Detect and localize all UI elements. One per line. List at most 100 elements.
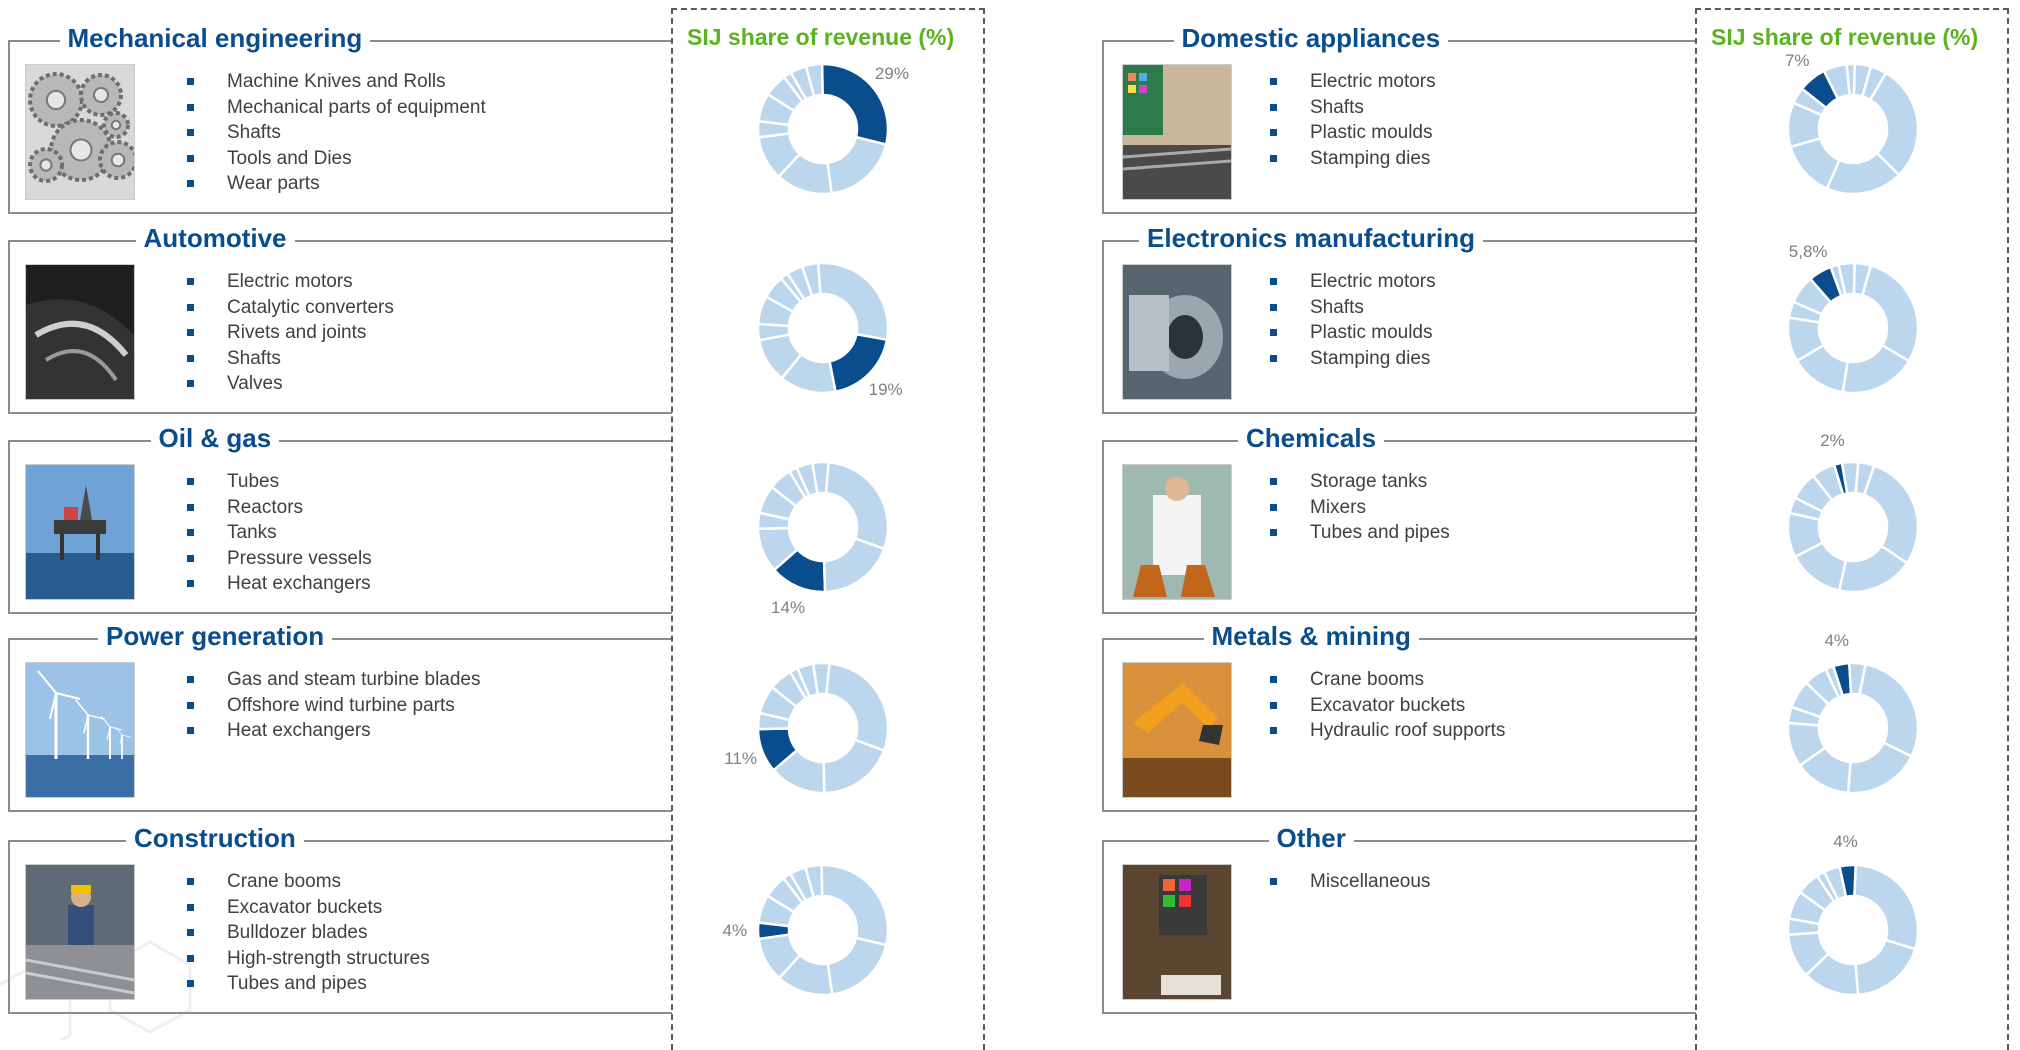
row-bottom-border [1102, 1012, 1696, 1014]
row-top-border [8, 240, 672, 242]
application-item: Tanks [187, 520, 372, 546]
donut-slice [1860, 263, 1920, 363]
donut-value-label: 29% [874, 64, 909, 84]
application-item: Storage tanks [1270, 469, 1450, 495]
application-item: Mixers [1270, 495, 1450, 521]
application-item: Heat exchangers [187, 571, 372, 597]
sector-title: Construction [126, 823, 304, 854]
donut-value-label: 14% [771, 597, 806, 617]
application-item: Hydraulic roof supports [1270, 718, 1505, 744]
donut-slice [816, 261, 890, 342]
application-item: Plastic moulds [1270, 320, 1436, 346]
donut-value-label: 4% [722, 921, 748, 941]
row-top-border [1102, 840, 1696, 842]
donut-slice [1823, 664, 1845, 699]
row-side-border [1102, 440, 1104, 612]
application-item: Reactors [187, 495, 372, 521]
revenue-donut [756, 62, 890, 196]
sector-title: Electronics manufacturing [1139, 223, 1483, 254]
row-top-border [8, 638, 672, 640]
car-headlight-photo [25, 264, 135, 400]
row-bottom-border [8, 1012, 672, 1014]
sector-title: Mechanical engineering [59, 23, 371, 54]
revenue-donut [1786, 863, 1920, 997]
row-side-border [8, 40, 10, 212]
application-item: Shafts [1270, 95, 1436, 121]
donut-slice [1811, 463, 1845, 502]
application-item: Valves [187, 371, 394, 397]
panel-title: SIJ share of revenue (%) [1705, 24, 1985, 51]
row-bottom-border [8, 212, 672, 214]
row-side-border [8, 440, 10, 612]
application-item: Machine Knives and Rolls [187, 69, 486, 95]
donut-value-label: 4% [1824, 631, 1850, 651]
application-item: Heat exchangers [187, 718, 481, 744]
revenue-donut [1786, 661, 1920, 795]
application-item: Excavator buckets [187, 895, 430, 921]
steel-coil-photo [1122, 264, 1232, 400]
sector-title: Automotive [135, 223, 295, 254]
application-item: Bulldozer blades [187, 920, 430, 946]
row-side-border [1102, 40, 1104, 212]
donut-slice [1853, 863, 1920, 951]
row-bottom-border [1102, 612, 1696, 614]
application-item: Pressure vessels [187, 546, 372, 572]
revenue-donut [1786, 261, 1920, 395]
application-item: Crane booms [187, 869, 430, 895]
application-list: Miscellaneous [1270, 869, 1430, 895]
sector-title: Chemicals [1238, 423, 1385, 454]
panel-title: SIJ share of revenue (%) [681, 24, 961, 51]
application-item: Wear parts [187, 171, 486, 197]
donut-value-label: 7% [1784, 50, 1810, 70]
row-top-border [1102, 440, 1696, 442]
donut-value-label: 5,8% [1788, 242, 1828, 262]
application-item: Tubes and pipes [1270, 520, 1450, 546]
donut-slice [825, 661, 890, 753]
application-item: Plastic moulds [1270, 120, 1436, 146]
row-side-border [8, 638, 10, 810]
application-item: Electric motors [187, 269, 394, 295]
donut-slice [1791, 87, 1829, 117]
donut-slice-highlight [820, 62, 890, 147]
revenue-donut [756, 661, 890, 795]
sector-title: Power generation [98, 621, 333, 652]
application-item: Offshore wind turbine parts [187, 693, 481, 719]
application-item: Tubes and pipes [187, 971, 430, 997]
donut-slice [824, 460, 890, 551]
donut-slice [1862, 463, 1920, 565]
donut-slice [826, 135, 888, 195]
donut-slice [804, 62, 824, 98]
application-item: Stamping dies [1270, 146, 1436, 172]
donut-value-label: 11% [724, 749, 757, 769]
row-bottom-border [8, 412, 672, 414]
application-item: Tubes [187, 469, 372, 495]
lab-scientist-photo [1122, 464, 1232, 600]
row-bottom-border [1102, 412, 1696, 414]
sij-sign-photo [1122, 864, 1232, 1000]
row-side-border [1102, 240, 1104, 412]
application-item: Crane booms [1270, 667, 1505, 693]
gears-photo [25, 64, 135, 200]
row-side-border [1102, 840, 1104, 1012]
revenue-donut [756, 261, 890, 395]
application-item: Mechanical parts of equipment [187, 95, 486, 121]
donut-slice [771, 748, 826, 795]
donut-slice [1822, 864, 1848, 902]
donut-slice [826, 936, 888, 996]
revenue-donut [756, 460, 890, 594]
application-item: Catalytic converters [187, 295, 394, 321]
application-item: Shafts [1270, 295, 1436, 321]
revenue-panel-left: SIJ share of revenue (%) [671, 8, 985, 1050]
sector-title: Domestic appliances [1173, 23, 1449, 54]
application-item: High-strength structures [187, 946, 430, 972]
row-bottom-border [8, 612, 672, 614]
row-bottom-border [8, 810, 672, 812]
row-bottom-border [1102, 810, 1696, 812]
donut-slice [1791, 277, 1833, 316]
